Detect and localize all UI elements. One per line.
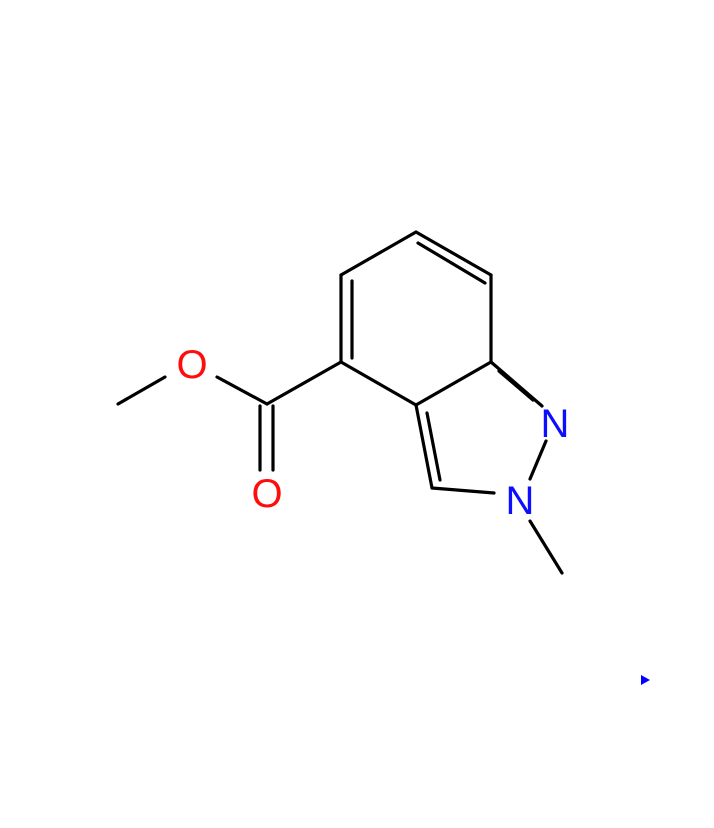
atom-label-o-carbonyl: O bbox=[251, 472, 282, 516]
bond-c7a-n1-inner bbox=[497, 369, 535, 402]
bond-c3-c3a bbox=[414, 403, 434, 490]
bond-carbonyl-c4 bbox=[265, 360, 343, 406]
bond-c7a-c3a bbox=[414, 360, 493, 407]
bonds bbox=[116, 230, 564, 575]
bond-n2-methyl bbox=[528, 519, 564, 575]
bond-n2-c3 bbox=[430, 486, 496, 495]
atom-label-n1: N bbox=[541, 402, 570, 446]
bond-c5-c6 bbox=[339, 230, 418, 277]
atom-labels: O O N N bbox=[176, 343, 569, 523]
bond-c6-c7 bbox=[414, 230, 493, 277]
atom-label-o-ester: O bbox=[176, 343, 207, 387]
bond-n1-n2 bbox=[528, 439, 548, 481]
atom-label-n2: N bbox=[506, 479, 535, 523]
bond-methoxy-o bbox=[116, 375, 167, 406]
bond-c3a-c4 bbox=[339, 360, 418, 407]
bond-o-carbonyl-c bbox=[215, 375, 269, 406]
bond-c6-c7-inner bbox=[416, 241, 487, 285]
play-arrow-icon bbox=[641, 675, 650, 685]
bond-c3-c3a-inner bbox=[425, 411, 442, 482]
